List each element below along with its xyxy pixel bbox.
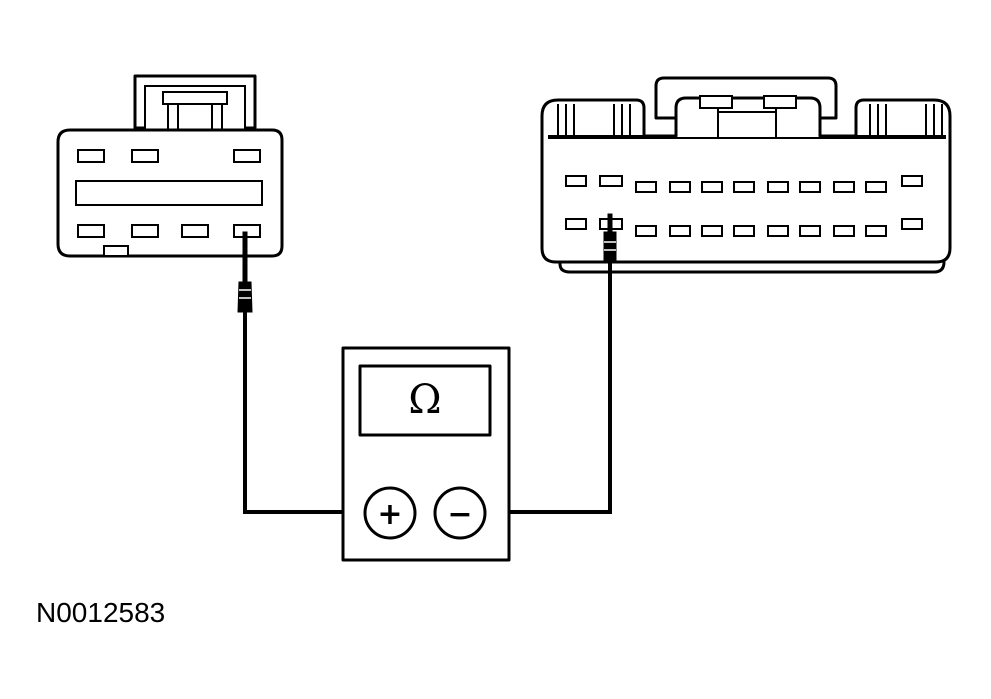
- ohm-symbol: Ω: [408, 377, 441, 423]
- negative-test-lead: [484, 256, 612, 514]
- right-connector-latch: [717, 111, 777, 139]
- right-probe-handle: [603, 231, 617, 263]
- positive-terminal-label: +: [377, 497, 402, 532]
- left-connector-pin: [233, 149, 261, 163]
- negative-terminal-label: −: [447, 497, 472, 532]
- right-probe: [603, 213, 617, 263]
- diagram-reference-id: N0012583: [36, 597, 165, 628]
- right-connector-top-pins: [565, 175, 923, 193]
- left-connector-pin: [131, 149, 159, 163]
- ohmmeter-display: [358, 364, 492, 437]
- left-connector-key: [103, 245, 129, 257]
- positive-test-lead: [243, 300, 366, 514]
- left-connector-slot: [75, 180, 263, 206]
- left-probe-handle: [237, 281, 253, 313]
- left-probe: [237, 231, 253, 313]
- positive-terminal: [363, 486, 417, 540]
- left-connector: [56, 74, 284, 258]
- left-connector-pin: [181, 224, 209, 238]
- right-connector: [540, 76, 952, 274]
- right-connector-latch-tab: [699, 95, 733, 109]
- left-connector-pin: [131, 224, 159, 238]
- left-connector-latch: [162, 91, 228, 105]
- ohmmeter: Ω + −: [341, 346, 511, 562]
- left-connector-pin: [77, 224, 105, 238]
- right-connector-pin: [599, 175, 623, 187]
- left-connector-pin: [77, 149, 105, 163]
- right-connector-latch-tab: [763, 95, 797, 109]
- left-probe-tip: [242, 231, 248, 285]
- negative-terminal: [433, 486, 487, 540]
